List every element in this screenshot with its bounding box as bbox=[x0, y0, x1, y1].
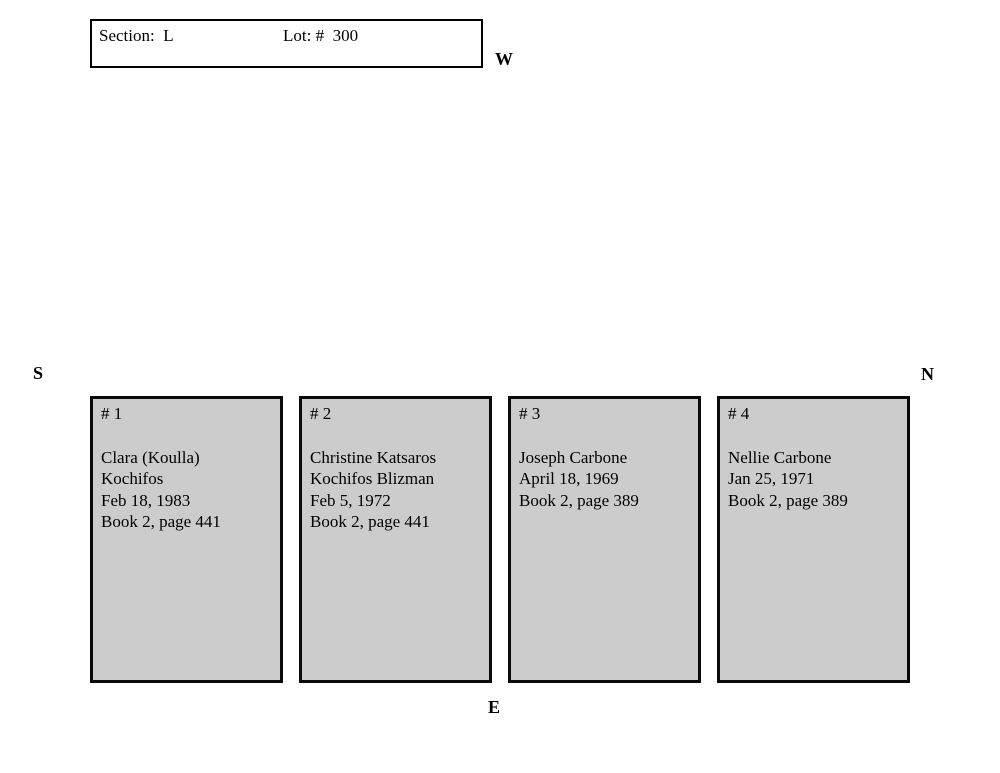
plot-date-line: Jan 25, 1971 bbox=[728, 469, 815, 488]
compass-north-label: N bbox=[921, 364, 934, 384]
plot-number: # 2 bbox=[310, 404, 332, 423]
plot-book-line: Book 2, page 441 bbox=[310, 512, 430, 531]
plot-name-line: Clara (Koulla) bbox=[101, 447, 200, 467]
lot-label-text: Lot: # bbox=[283, 26, 325, 45]
plot-details: Nellie Carbone Jan 25, 1971 Book 2, page… bbox=[720, 447, 907, 512]
plot-details: Clara (Koulla) Kochifos Feb 18, 1983 Boo… bbox=[93, 447, 280, 533]
plot-name-line: Kochifos Blizman bbox=[310, 469, 435, 488]
plot-number: # 3 bbox=[519, 404, 541, 423]
compass-south-label: S bbox=[33, 363, 44, 383]
plot-number: # 4 bbox=[728, 404, 750, 423]
compass-east-label: E bbox=[488, 697, 501, 717]
plot-number: # 1 bbox=[101, 404, 123, 423]
section-value: L bbox=[163, 26, 174, 45]
plot-book-line: Book 2, page 389 bbox=[519, 490, 639, 510]
plot-date-line: Feb 5, 1972 bbox=[310, 490, 391, 510]
lot-value: 300 bbox=[332, 26, 359, 45]
compass-west-label: W bbox=[495, 49, 513, 69]
plot-date-line: April 18, 1969 bbox=[519, 469, 619, 488]
plot-name-line: Kochifos bbox=[101, 469, 164, 488]
section-lot-header-box: Section: L Lot: # 300 bbox=[90, 19, 483, 68]
plot-details: Joseph Carbone April 18, 1969 Book 2, pa… bbox=[511, 447, 698, 512]
plot-book-line: Book 2, page 441 bbox=[101, 512, 221, 531]
plot-details: Christine Katsaros Kochifos Blizman Feb … bbox=[302, 447, 489, 533]
plot-3: # 3 Joseph Carbone April 18, 1969 Book 2… bbox=[508, 396, 701, 683]
section-label-text: Section: bbox=[99, 26, 155, 45]
plot-name-line: Joseph Carbone bbox=[519, 447, 628, 467]
plot-4: # 4 Nellie Carbone Jan 25, 1971 Book 2, … bbox=[717, 396, 910, 683]
plot-book-line: Book 2, page 389 bbox=[728, 490, 848, 510]
plot-1: # 1 Clara (Koulla) Kochifos Feb 18, 1983… bbox=[90, 396, 283, 683]
section-label: Section: L bbox=[99, 26, 174, 46]
lot-label: Lot: # 300 bbox=[283, 26, 358, 46]
plot-name-line: Christine Katsaros bbox=[310, 447, 437, 467]
plot-2: # 2 Christine Katsaros Kochifos Blizman … bbox=[299, 396, 492, 683]
plot-name-line: Nellie Carbone bbox=[728, 447, 832, 467]
plot-date-line: Feb 18, 1983 bbox=[101, 490, 191, 510]
